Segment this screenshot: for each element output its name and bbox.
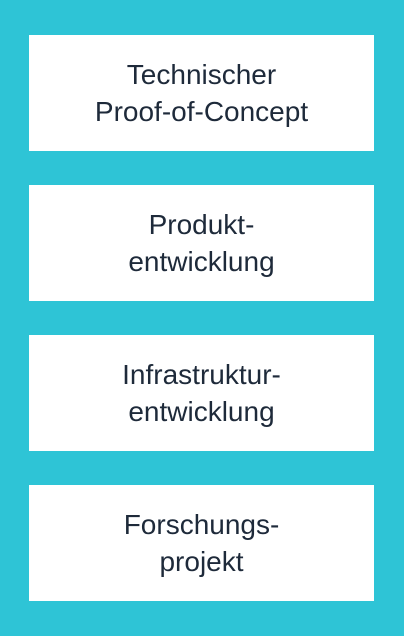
card-label-line-1: Forschungs- bbox=[123, 509, 280, 540]
card-label-line-1: Technischer bbox=[126, 59, 277, 90]
card-label-line-2: entwicklung bbox=[128, 246, 275, 277]
card-infrastructure-development: Infrastruktur- entwicklung bbox=[29, 335, 374, 451]
card-product-development: Produkt- entwicklung bbox=[29, 185, 374, 301]
card-label-line-1: Produkt- bbox=[148, 209, 255, 240]
card-technical-proof-of-concept: Technischer Proof-of-Concept bbox=[29, 35, 374, 151]
card-label-line-1: Infrastruktur- bbox=[122, 359, 281, 390]
card-label-line-2: Proof-of-Concept bbox=[94, 96, 309, 127]
card-label-line-2: entwicklung bbox=[128, 396, 275, 427]
card-research-project: Forschungs- projekt bbox=[29, 485, 374, 601]
card-label-line-2: projekt bbox=[159, 546, 244, 577]
